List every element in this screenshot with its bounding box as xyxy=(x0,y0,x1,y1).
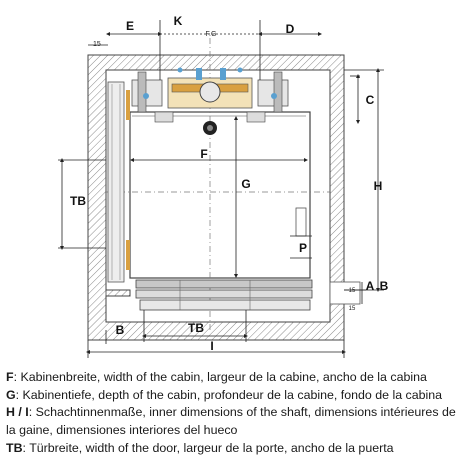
label-p: P xyxy=(299,241,307,255)
label-b-bottom: B xyxy=(116,323,125,337)
label-i: I xyxy=(210,339,213,353)
legend-line: G: Kabinentiefe, depth of the cabin, pro… xyxy=(6,387,470,405)
label-c: C xyxy=(366,93,375,107)
label-k: K xyxy=(174,14,183,28)
label-tb-bottom: TB xyxy=(188,321,204,335)
legend-line: TB: Türbreite, width of the door, largeu… xyxy=(6,440,470,458)
guide-rail-assembly xyxy=(131,67,289,123)
legend: F: Kabinenbreite, width of the cabin, la… xyxy=(6,369,470,458)
car-operating-panel xyxy=(295,207,307,237)
cabin xyxy=(106,38,330,330)
label-15-top: 15 xyxy=(93,41,101,48)
legend-key: H / I xyxy=(6,405,29,420)
label-f: F xyxy=(200,147,207,161)
label-15-right: 15 xyxy=(349,288,356,294)
shaft-walls xyxy=(87,54,361,341)
legend-key: TB xyxy=(6,440,23,455)
label-b-right: B xyxy=(380,279,389,293)
landing-doors xyxy=(135,279,313,311)
label-d: D xyxy=(286,22,295,36)
legend-key: G xyxy=(6,387,16,402)
label-h: H xyxy=(374,179,383,193)
legend-line: la gaine, dimensiones interiores del hue… xyxy=(6,422,470,440)
legend-text: : Schachtinnenmaße, inner dimensions of … xyxy=(28,405,456,420)
label-g: G xyxy=(241,177,250,191)
elevator-shaft-drawing: E K F.G D 15 C H F G TB P 15 15 A B B TB… xyxy=(58,14,389,358)
legend-line: F: Kabinenbreite, width of the cabin, la… xyxy=(6,369,470,387)
dimension-lines xyxy=(58,20,384,358)
legend-key: F xyxy=(6,370,14,384)
label-tb-left: TB xyxy=(70,194,86,208)
legend-text: : Kabinenbreite, width of the cabin, lar… xyxy=(13,370,427,384)
label-15-right-b: 15 xyxy=(349,306,356,312)
legend-line: H / I: Schachtinnenmaße, inner dimension… xyxy=(6,404,470,422)
counterweight xyxy=(107,81,130,283)
label-fg: F.G xyxy=(206,31,217,38)
label-a: A xyxy=(366,279,375,293)
label-e: E xyxy=(126,19,134,33)
legend-text: la gaine, dimensiones interiores del hue… xyxy=(6,423,238,438)
legend-text: : Kabinentiefe, depth of the cabin, prof… xyxy=(15,387,443,402)
legend-text: : Türbreite, width of the door, largeur … xyxy=(22,440,394,455)
